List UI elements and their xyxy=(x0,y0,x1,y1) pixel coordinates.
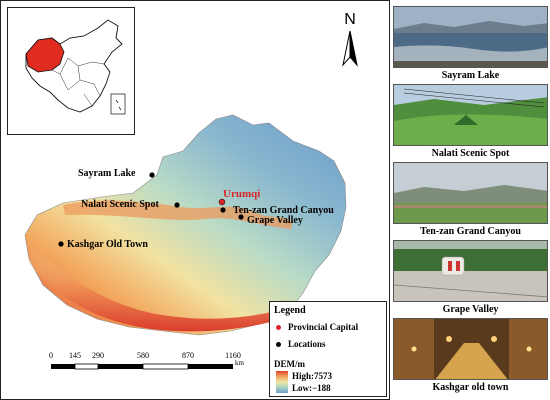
caption-nalati-scenic-spot: Nalati Scenic Spot xyxy=(431,148,510,159)
scale-tick: 290 xyxy=(92,351,104,360)
ten-zan-image xyxy=(394,163,547,223)
south-sea-inset-box xyxy=(110,93,126,115)
label-grape-valley: Grape Valley xyxy=(247,215,303,226)
kunlun-range xyxy=(29,245,291,332)
caption-kashgar-old-town: Kashgar old town xyxy=(432,382,509,393)
xinjiang-region-shape xyxy=(24,114,347,336)
photo-sayram-lake xyxy=(393,6,548,68)
marker-urumqi xyxy=(218,198,226,206)
photo-grape-valley xyxy=(393,240,548,302)
marker-sayram xyxy=(149,172,155,178)
scale-tick: 145 xyxy=(69,351,81,360)
tianshan-range xyxy=(63,200,293,229)
nalati-image xyxy=(394,85,547,145)
scale-bar-graphic xyxy=(51,363,233,370)
xinjiang-dem-map xyxy=(24,114,347,336)
label-nalati-scenic-spot: Nalati Scenic Spot xyxy=(81,199,159,210)
label-sayram-lake: Sayram Lake xyxy=(78,168,136,179)
marker-grape xyxy=(238,214,244,220)
china-province-lines xyxy=(51,57,105,107)
caption-sayram-lake: Sayram Lake xyxy=(441,70,500,81)
legend-dem-low: Low:−188 xyxy=(292,383,331,393)
dem-color-ramp xyxy=(276,371,288,393)
legend-title: Legend xyxy=(274,305,306,316)
caption-ten-zan-grand-canyou: Ten-zan Grand Canyou xyxy=(420,226,521,237)
capital-dot-icon xyxy=(276,325,281,331)
china-outline-map xyxy=(25,19,126,115)
legend-capital-label: Provincial Capital xyxy=(288,322,359,332)
legend-dem-title: DEM/m xyxy=(274,359,305,369)
photo-ten-zan-grand-canyou xyxy=(393,162,548,224)
kashgar-image xyxy=(394,319,547,379)
north-arrow: N xyxy=(335,11,365,69)
caption-grape-valley: Grape Valley xyxy=(442,304,499,315)
marker-kashgar xyxy=(58,241,64,247)
scale-tick: 0 xyxy=(49,351,53,360)
marker-tenzan xyxy=(220,207,226,213)
photo-kashgar-old-town xyxy=(393,318,548,380)
location-dot-icon xyxy=(276,342,281,348)
marker-nalati xyxy=(174,202,180,208)
scale-tick: 580 xyxy=(137,351,149,360)
legend-dem-high: High:7573 xyxy=(292,371,333,381)
south-sea-islands xyxy=(115,99,122,111)
north-arrow-icon xyxy=(342,30,358,67)
scale-unit: km xyxy=(235,359,244,367)
north-label: N xyxy=(344,11,356,28)
main-map: Sayram Lake Nalati Scenic Spot Urumqi Te… xyxy=(0,0,390,400)
legend-item-location: Locations xyxy=(276,339,326,349)
label-kashgar-old-town: Kashgar Old Town xyxy=(67,239,148,250)
scale-tick: 870 xyxy=(182,351,194,360)
china-locator-inset xyxy=(7,7,135,135)
legend-item-capital: Provincial Capital xyxy=(276,322,358,332)
label-urumqi: Urumqi xyxy=(223,188,261,200)
scale-bar: 0 145 290 580 870 1160 km xyxy=(45,351,275,381)
legend: Legend Provincial Capital Locations DEM/… xyxy=(269,301,387,397)
scale-tick: 1160 xyxy=(225,351,241,360)
legend-location-label: Locations xyxy=(288,339,326,349)
photo-nalati-scenic-spot xyxy=(393,84,548,146)
sayram-lake-image xyxy=(394,7,547,67)
grape-valley-image xyxy=(394,241,547,301)
xinjiang-highlight xyxy=(25,37,65,73)
label-ten-zan-grand-canyou: Ten-zan Grand Canyou xyxy=(233,205,334,216)
